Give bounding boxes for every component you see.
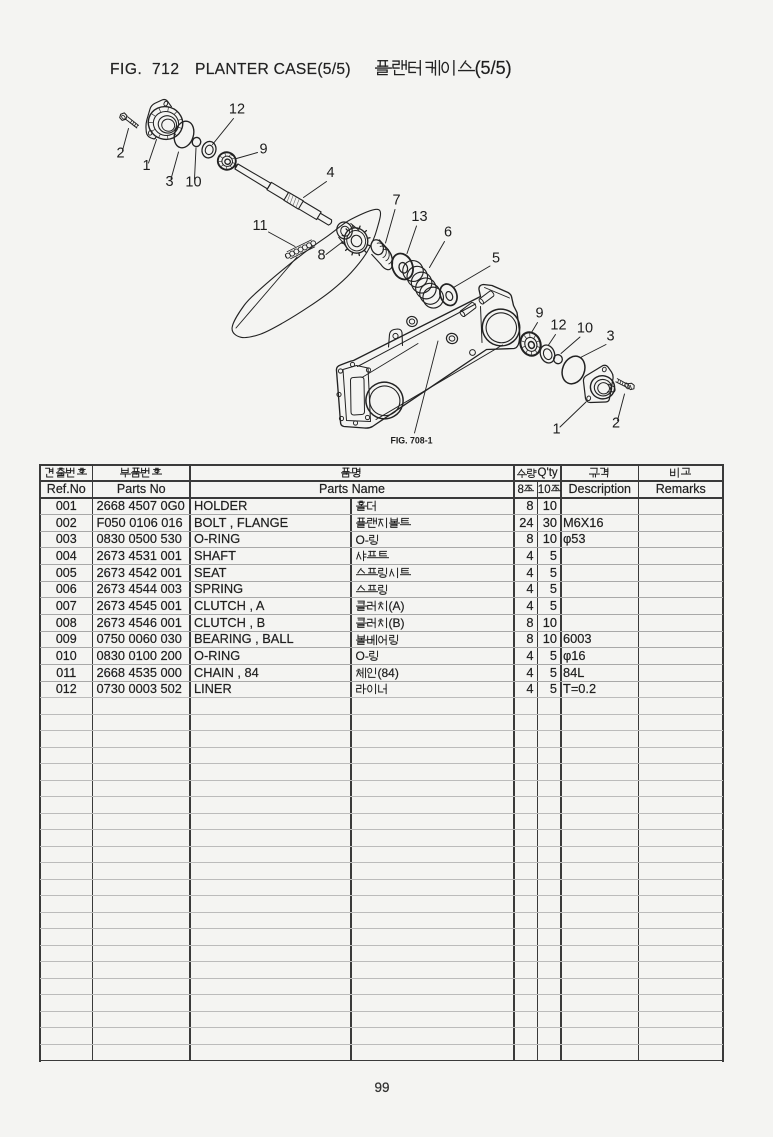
svg-text:12: 12 [550, 318, 566, 334]
svg-text:3: 3 [165, 174, 173, 190]
svg-text:3: 3 [606, 329, 614, 345]
svg-text:9: 9 [535, 306, 543, 322]
svg-text:12: 12 [229, 102, 245, 118]
svg-text:11: 11 [252, 218, 267, 234]
svg-text:1: 1 [142, 158, 150, 174]
svg-text:2: 2 [116, 146, 124, 162]
svg-text:6: 6 [444, 225, 452, 241]
svg-text:13: 13 [411, 209, 427, 225]
svg-text:10: 10 [185, 175, 201, 191]
svg-text:8: 8 [317, 248, 325, 264]
svg-text:10: 10 [577, 321, 593, 337]
svg-text:2: 2 [612, 416, 620, 432]
svg-text:4: 4 [326, 165, 334, 181]
svg-text:FIG. 708-1: FIG. 708-1 [390, 436, 432, 446]
svg-text:7: 7 [392, 193, 400, 209]
svg-text:1: 1 [552, 422, 560, 438]
svg-text:9: 9 [259, 142, 267, 158]
svg-text:5: 5 [492, 251, 500, 267]
